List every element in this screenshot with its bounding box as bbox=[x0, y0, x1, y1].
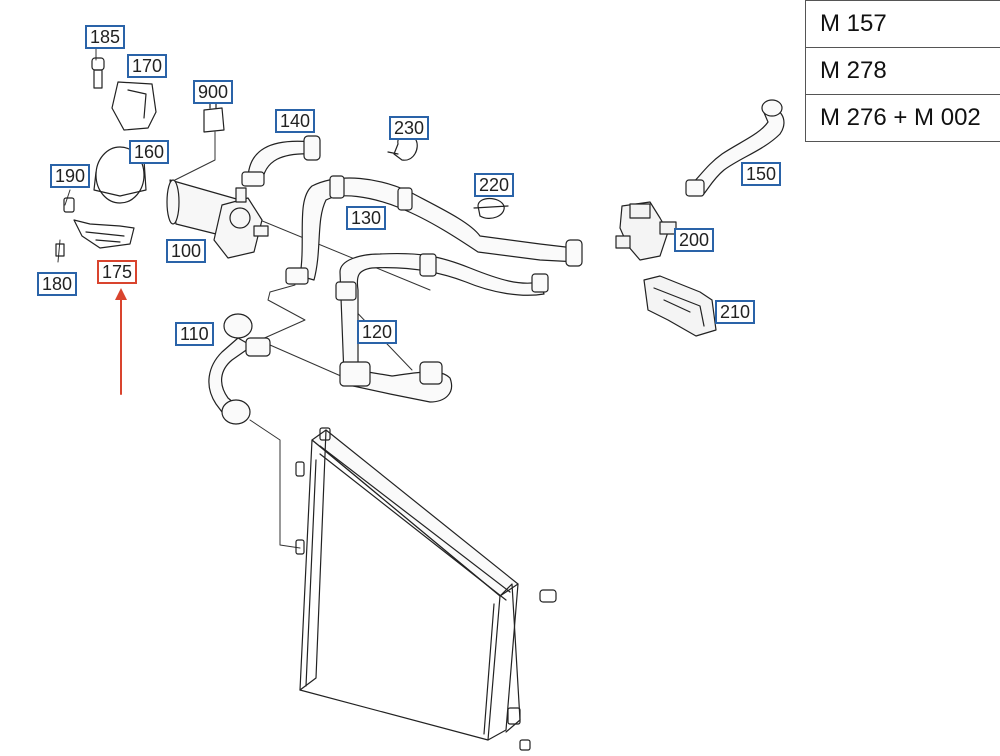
part-200-valve bbox=[616, 202, 676, 260]
engine-code-m157[interactable]: M 157 bbox=[806, 1, 1000, 48]
callout-900[interactable]: 900 bbox=[193, 80, 233, 104]
engine-code-m276-m002[interactable]: M 276 + M 002 bbox=[806, 95, 1000, 142]
callout-230[interactable]: 230 bbox=[389, 116, 429, 140]
engine-code-m278[interactable]: M 278 bbox=[806, 48, 1000, 95]
part-170-cover bbox=[112, 82, 156, 130]
engine-code-table: M 157 M 278 M 276 + M 002 bbox=[805, 0, 1000, 142]
engine-code-row: M 276 + M 002 bbox=[806, 95, 1000, 142]
callout-100[interactable]: 100 bbox=[166, 239, 206, 263]
callout-175[interactable]: 175 bbox=[97, 260, 137, 284]
callout-200[interactable]: 200 bbox=[674, 228, 714, 252]
part-185-bolt bbox=[92, 58, 104, 88]
highlight-arrow bbox=[115, 288, 127, 394]
part-220-clip bbox=[474, 199, 508, 219]
engine-code-row: M 278 bbox=[806, 48, 1000, 95]
callout-110[interactable]: 110 bbox=[175, 322, 214, 346]
part-900-sensor bbox=[204, 102, 224, 132]
engine-code-row: M 157 bbox=[806, 1, 1000, 48]
part-210-bracket bbox=[644, 276, 716, 336]
callout-210[interactable]: 210 bbox=[715, 300, 755, 324]
callout-130[interactable]: 130 bbox=[346, 206, 386, 230]
callout-160[interactable]: 160 bbox=[129, 140, 169, 164]
radiator bbox=[296, 428, 556, 750]
callout-120[interactable]: 120 bbox=[357, 320, 397, 344]
part-110-hose bbox=[209, 314, 270, 424]
callout-170[interactable]: 170 bbox=[127, 54, 167, 78]
callout-180[interactable]: 180 bbox=[37, 272, 77, 296]
callout-150[interactable]: 150 bbox=[741, 162, 781, 186]
callout-220[interactable]: 220 bbox=[474, 173, 514, 197]
callout-190[interactable]: 190 bbox=[50, 164, 90, 188]
callout-185[interactable]: 185 bbox=[85, 25, 125, 49]
part-140-hose bbox=[242, 136, 320, 186]
callout-140[interactable]: 140 bbox=[275, 109, 315, 133]
part-175-bracket bbox=[56, 198, 134, 256]
